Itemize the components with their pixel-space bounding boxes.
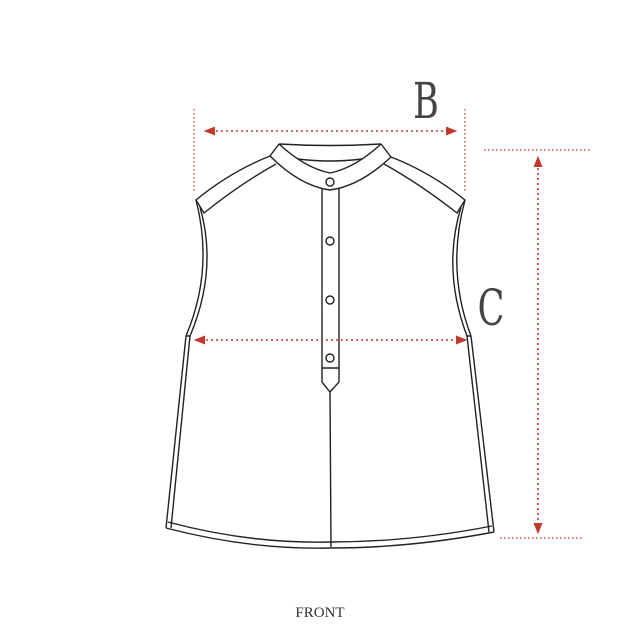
armhole-right [452,199,472,337]
shoulder-right [383,156,466,215]
button [325,295,335,305]
collar-side-left [269,143,280,157]
measurement-b: B [193,73,466,192]
shirt-outline [165,143,495,549]
label-c: C [478,280,505,338]
center-front-line [329,391,332,548]
button [325,236,335,246]
side-left [165,335,191,529]
collar-outer [269,155,392,191]
label-b: B [413,73,439,131]
hem [165,521,495,549]
collar-side-right [380,143,392,158]
armhole-left [185,199,208,337]
side-right [466,335,495,533]
view-caption: FRONT [295,605,344,621]
button [325,177,335,187]
measurement-c: C [193,280,505,345]
collar-top [278,143,382,147]
measurement-a: A [484,149,590,539]
collar-inner [278,143,382,174]
button [325,353,335,363]
collar-back [297,158,363,162]
shoulder-left [195,155,277,215]
